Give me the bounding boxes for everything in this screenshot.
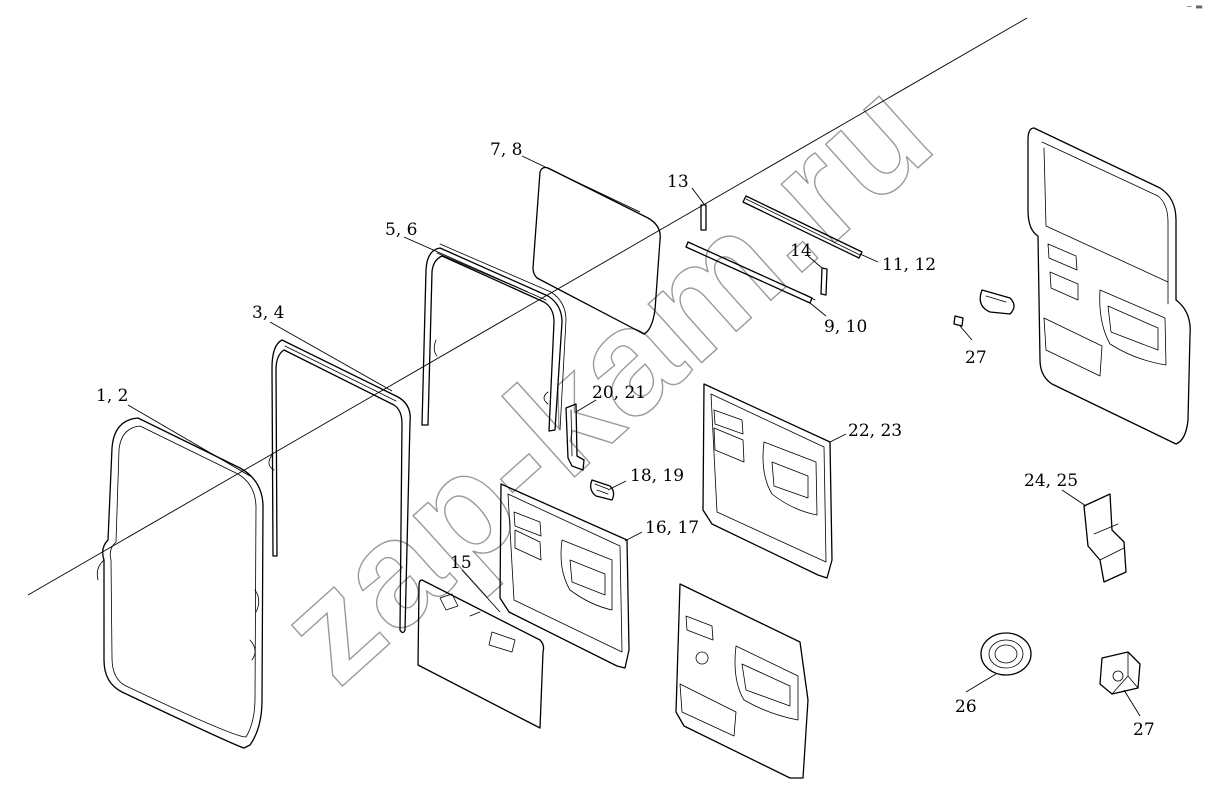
part-door-panel-frame-22 — [702, 383, 833, 579]
part-grommet — [980, 632, 1032, 676]
callout-5-6: 5, 6 — [385, 220, 417, 240]
part-door-panel-frame-16 — [499, 483, 630, 669]
leader-lines — [127, 155, 1141, 717]
part-door-seal-outer — [96, 417, 264, 749]
part-small-rod-13 — [700, 204, 707, 231]
part-door-seal-inner — [268, 339, 411, 634]
callout-24-25: 24, 25 — [1024, 471, 1078, 491]
callout-26: 26 — [955, 697, 977, 717]
part-insulation-sheet — [417, 579, 545, 729]
part-bracket — [565, 403, 585, 471]
callout-3-4: 3, 4 — [252, 303, 284, 323]
callout-9-10: 9, 10 — [824, 317, 867, 337]
callout-16-17: 16, 17 — [645, 518, 699, 538]
part-clip — [1099, 651, 1141, 695]
callout-14: 14 — [790, 241, 812, 261]
part-window-channel — [421, 243, 567, 432]
part-handle-bezel — [953, 289, 1015, 327]
part-door-glass — [532, 166, 661, 335]
callout-11-12: 11, 12 — [882, 255, 936, 275]
callout-27-top: 27 — [965, 348, 987, 368]
part-armrest-bracket — [1083, 493, 1127, 583]
axis-line — [27, 17, 1028, 596]
callout-1-2: 1, 2 — [96, 386, 128, 406]
part-belt-moulding — [742, 195, 863, 259]
callout-27-bottom: 27 — [1133, 720, 1155, 740]
callout-7-8: 7, 8 — [490, 140, 522, 160]
corner-mark: ~ ▬ — [1186, 2, 1203, 11]
watermark-text: zap-kam.ru — [247, 46, 963, 714]
part-small-rod-14 — [820, 267, 828, 296]
callout-13: 13 — [667, 172, 689, 192]
part-door-assembly — [1027, 127, 1191, 445]
callout-15: 15 — [450, 553, 472, 573]
callout-22-23: 22, 23 — [848, 421, 902, 441]
callout-18-19: 18, 19 — [630, 466, 684, 486]
callout-20-21: 20, 21 — [592, 383, 646, 403]
part-door-trim-panel — [675, 583, 809, 779]
part-inner-handle — [590, 479, 615, 501]
